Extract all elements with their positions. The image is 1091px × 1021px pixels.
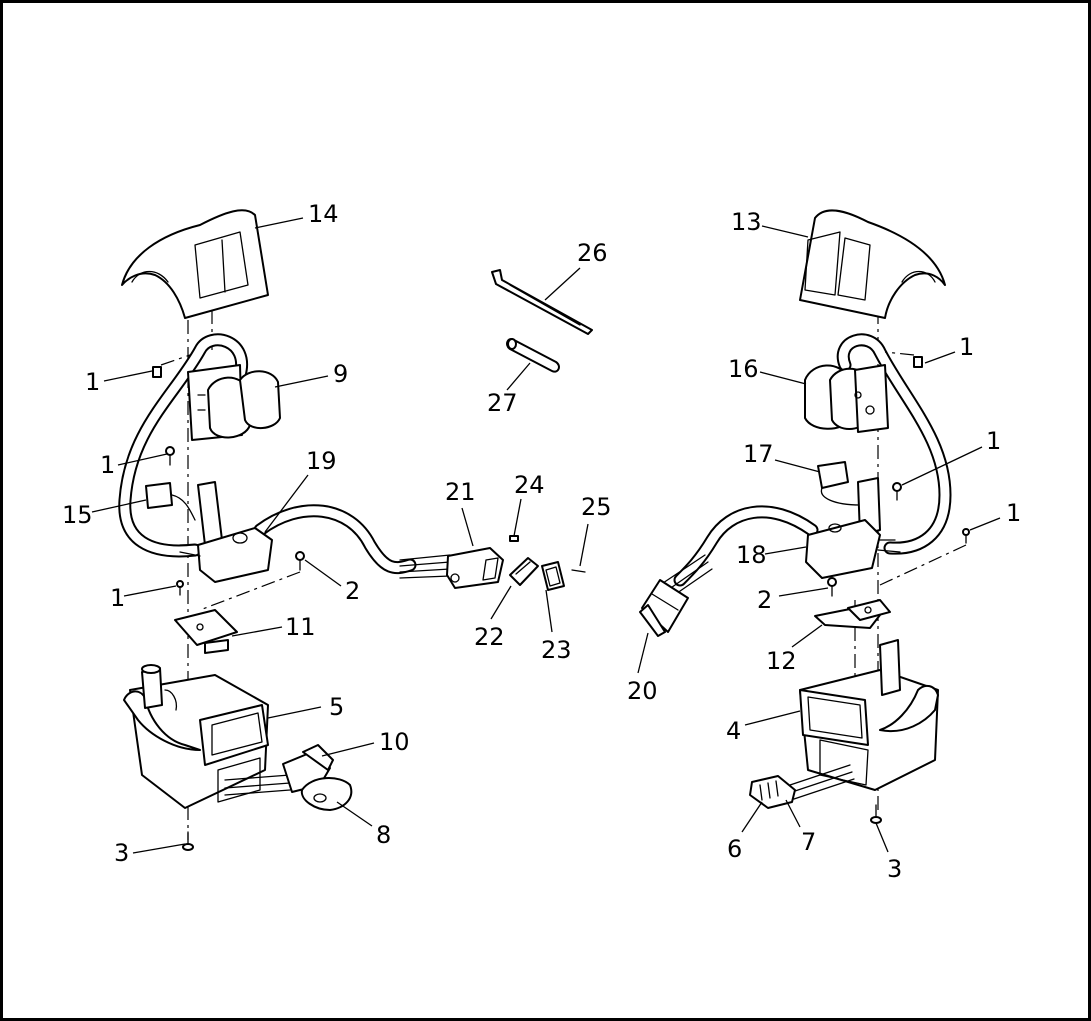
part-8-boot [300,777,353,811]
part-17-connector [817,461,861,506]
leader-lines [91,217,1001,854]
callout-25: 25 [581,493,612,521]
part-24-pin [509,535,519,542]
part-23-seal [541,561,565,591]
part-5-lower-housing [123,664,269,809]
callout-1: 1 [959,333,974,361]
part-18-switch-housing [805,519,901,579]
callout-3: 3 [887,855,902,883]
callout-16: 16 [728,355,759,383]
callout-15: 15 [62,501,93,529]
callout-1: 1 [1006,499,1021,527]
callout-26: 26 [577,239,608,267]
callout-1: 1 [85,368,100,396]
callout-17: 17 [743,440,774,468]
callout-14: 14 [308,200,339,228]
part-27-sleeve [506,338,560,373]
right-wire-harness [659,333,952,599]
part-20-connector [639,579,689,637]
callout-21: 21 [445,478,476,506]
part-6-7-connector [749,764,855,809]
screw-3-right [870,804,882,824]
screw-2-left [199,551,305,611]
screw-2-right [827,577,837,597]
screw-1-left-upper [152,354,191,378]
callout-6: 6 [727,835,742,863]
part-25-pin [571,569,586,573]
callout-4: 4 [726,717,741,745]
left-bracket [197,481,223,546]
callout-23: 23 [541,636,572,664]
part-21-plug [446,547,504,589]
callout-7: 7 [801,828,816,856]
screw-1-right-lower [879,528,970,586]
part-14-upper-housing [121,209,269,319]
callout-1: 1 [100,451,115,479]
callout-11: 11 [285,613,316,641]
callout-3: 3 [114,839,129,867]
callout-19: 19 [306,447,337,475]
screw-3-left [182,831,194,851]
callout-1: 1 [986,427,1001,455]
callout-27: 27 [487,389,518,417]
screw-1-right-upper [884,351,923,368]
callout-9: 9 [333,360,348,388]
part-13-upper-housing [799,209,946,319]
part-26-cable-strap [491,269,593,335]
callout-2: 2 [757,586,772,614]
callout-18: 18 [736,541,767,569]
callout-13: 13 [731,208,762,236]
callout-20: 20 [627,677,658,705]
part-11-plate [174,609,238,654]
screw-1-left-lower [176,580,184,596]
callout-22: 22 [474,623,505,651]
part-12-plate [814,599,891,629]
left-wire-harness [118,333,451,579]
callout-10: 10 [379,728,410,756]
part-9-switch-block [187,364,281,441]
part-16-switch [804,364,889,433]
right-switch-assembly [639,209,970,824]
screw-1-right-mid [892,482,902,501]
part-4-lower-housing [799,639,939,791]
callout-12: 12 [766,647,797,675]
callout-5: 5 [329,693,344,721]
screw-1-left-mid [165,446,175,466]
left-switch-assembly [118,209,451,851]
part-19-switch-housing [179,527,273,583]
callout-labels: 14 1 9 1 19 15 2 1 11 5 10 8 3 26 27 21 … [62,200,1021,883]
callout-2: 2 [345,577,360,605]
center-parts [446,269,593,591]
callout-24: 24 [514,471,545,499]
callout-1: 1 [110,584,125,612]
part-15-connector [145,482,196,521]
part-22-terminal-lock [509,557,539,586]
callout-8: 8 [376,821,391,849]
